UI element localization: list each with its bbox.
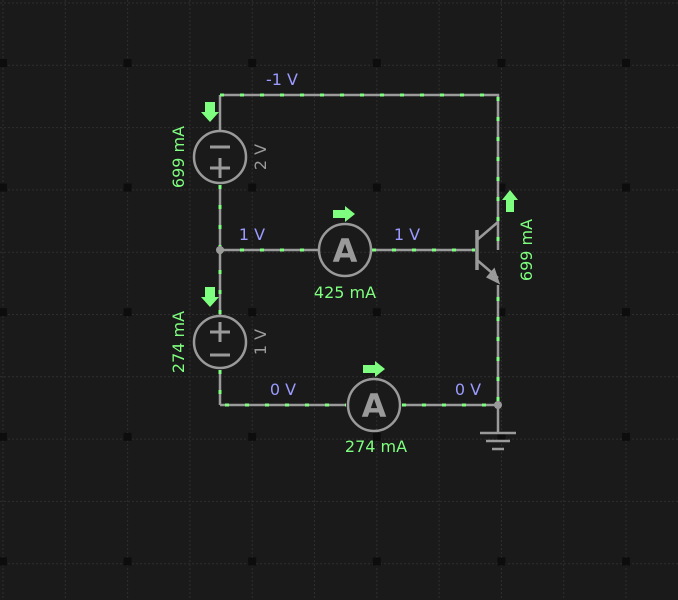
ammeter-lower-reading: 274 mA: [345, 437, 407, 456]
voltage-source-upper[interactable]: [192, 129, 248, 185]
node-voltage-mid-right: 1 V: [394, 225, 420, 244]
grid-dot: [123, 183, 132, 192]
node-voltage-top: -1 V: [266, 70, 298, 89]
ammeter-lower-symbol: A: [362, 387, 387, 425]
grid-dot: [248, 557, 257, 566]
grid-dot: [123, 557, 132, 566]
grid-dot: [372, 59, 381, 67]
npn-transistor[interactable]: [475, 221, 501, 285]
current-dots: [218, 93, 500, 407]
grid-dot: [248, 432, 257, 441]
ammeter-lower[interactable]: A: [346, 377, 402, 433]
node-voltage-bottom-right: 0 V: [455, 380, 481, 399]
ammeter-upper[interactable]: A: [317, 222, 373, 278]
grid-dot: [0, 59, 7, 67]
grid-dot: [497, 308, 506, 317]
grid-dot: [372, 557, 381, 566]
grid-dot: [622, 557, 630, 566]
arrow-down-icon: [201, 287, 219, 307]
transistor-current-label: 699 mA: [517, 219, 536, 281]
arrow-right-icon: [363, 361, 385, 377]
source-upper-voltage-label: 2 V: [251, 144, 270, 170]
ammeter-upper-symbol: A: [333, 232, 358, 270]
grid-dot: [248, 59, 257, 67]
grid-dot: [372, 308, 381, 317]
grid-dot: [372, 183, 381, 192]
grid-dot: [123, 432, 132, 441]
junction-left[interactable]: [216, 246, 224, 254]
grid-dot: [622, 308, 630, 317]
arrow-up-icon: [502, 190, 518, 212]
arrow-right-icon: [333, 206, 355, 222]
ground-icon[interactable]: [480, 405, 516, 451]
source-upper-current-label: 699 mA: [169, 126, 188, 188]
grid-dot: [123, 308, 132, 317]
grid-dot: [497, 59, 506, 67]
grid-dot: [0, 183, 7, 192]
grid-dot: [497, 557, 506, 566]
grid-dot: [372, 432, 381, 441]
grid-dot: [248, 308, 257, 317]
source-lower-voltage-label: 1 V: [251, 329, 270, 355]
grid-dot: [0, 432, 7, 441]
grid-dot: [0, 308, 7, 317]
grid-dot: [622, 183, 630, 192]
node-voltage-mid-left: 1 V: [239, 225, 265, 244]
ammeter-upper-reading: 425 mA: [314, 283, 376, 302]
grid-dot: [0, 557, 7, 566]
voltage-source-lower[interactable]: [192, 314, 248, 370]
grid-dot: [622, 59, 630, 67]
grid-dot: [622, 432, 630, 441]
grid-dot: [248, 183, 257, 192]
source-lower-current-label: 274 mA: [169, 311, 188, 373]
grid-dot: [497, 183, 506, 192]
grid-dot: [497, 432, 506, 441]
arrow-down-icon: [201, 102, 219, 122]
grid-dot: [123, 59, 132, 67]
node-voltage-bottom-left: 0 V: [270, 380, 296, 399]
